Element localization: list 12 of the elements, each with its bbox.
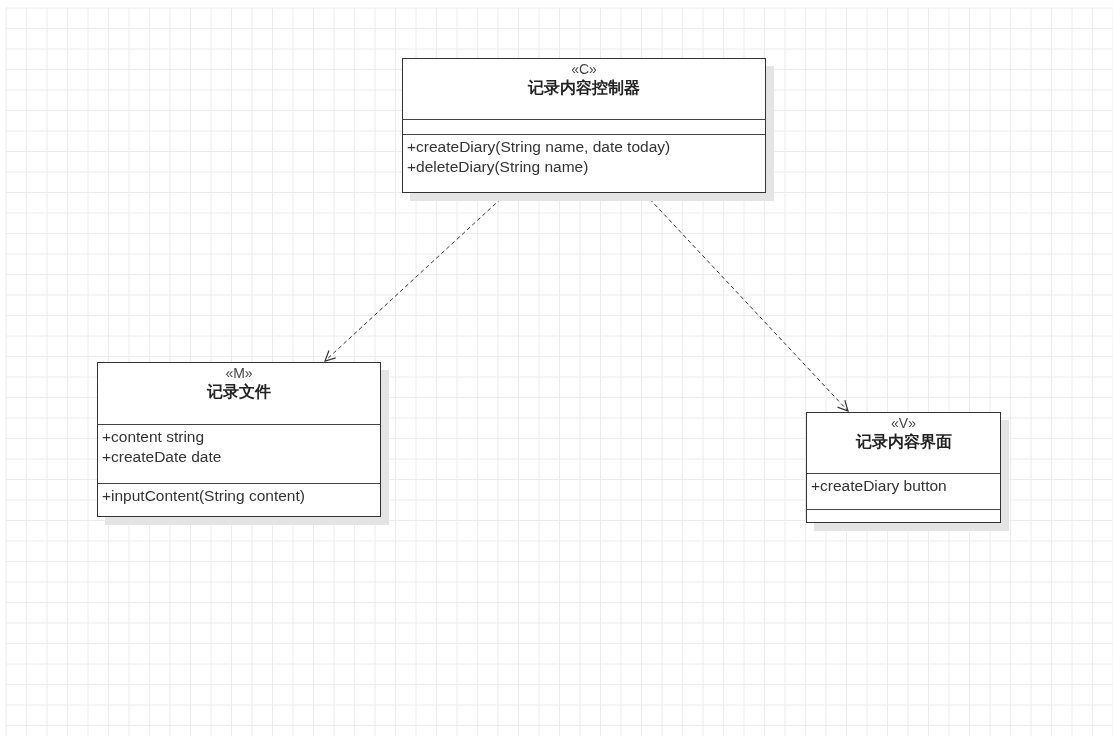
operation-text: +createDiary(String name, date today) [407,137,672,157]
attribute-text: +content string [102,427,206,447]
attribute-text: +createDiary button [811,476,948,496]
operation-text: +deleteDiary(String name) [407,157,590,177]
attribute-text: +createDate date [102,447,223,467]
stereotype-label: «V» [890,415,917,431]
stereotype-label: «M» [224,365,254,381]
class-name: 记录文件 [205,382,272,402]
class-name: 记录内容控制器 [526,78,641,98]
class-name: 记录内容界面 [854,432,953,452]
operation-text: +inputContent(String content) [102,486,306,506]
stereotype-label: «C» [570,61,598,77]
